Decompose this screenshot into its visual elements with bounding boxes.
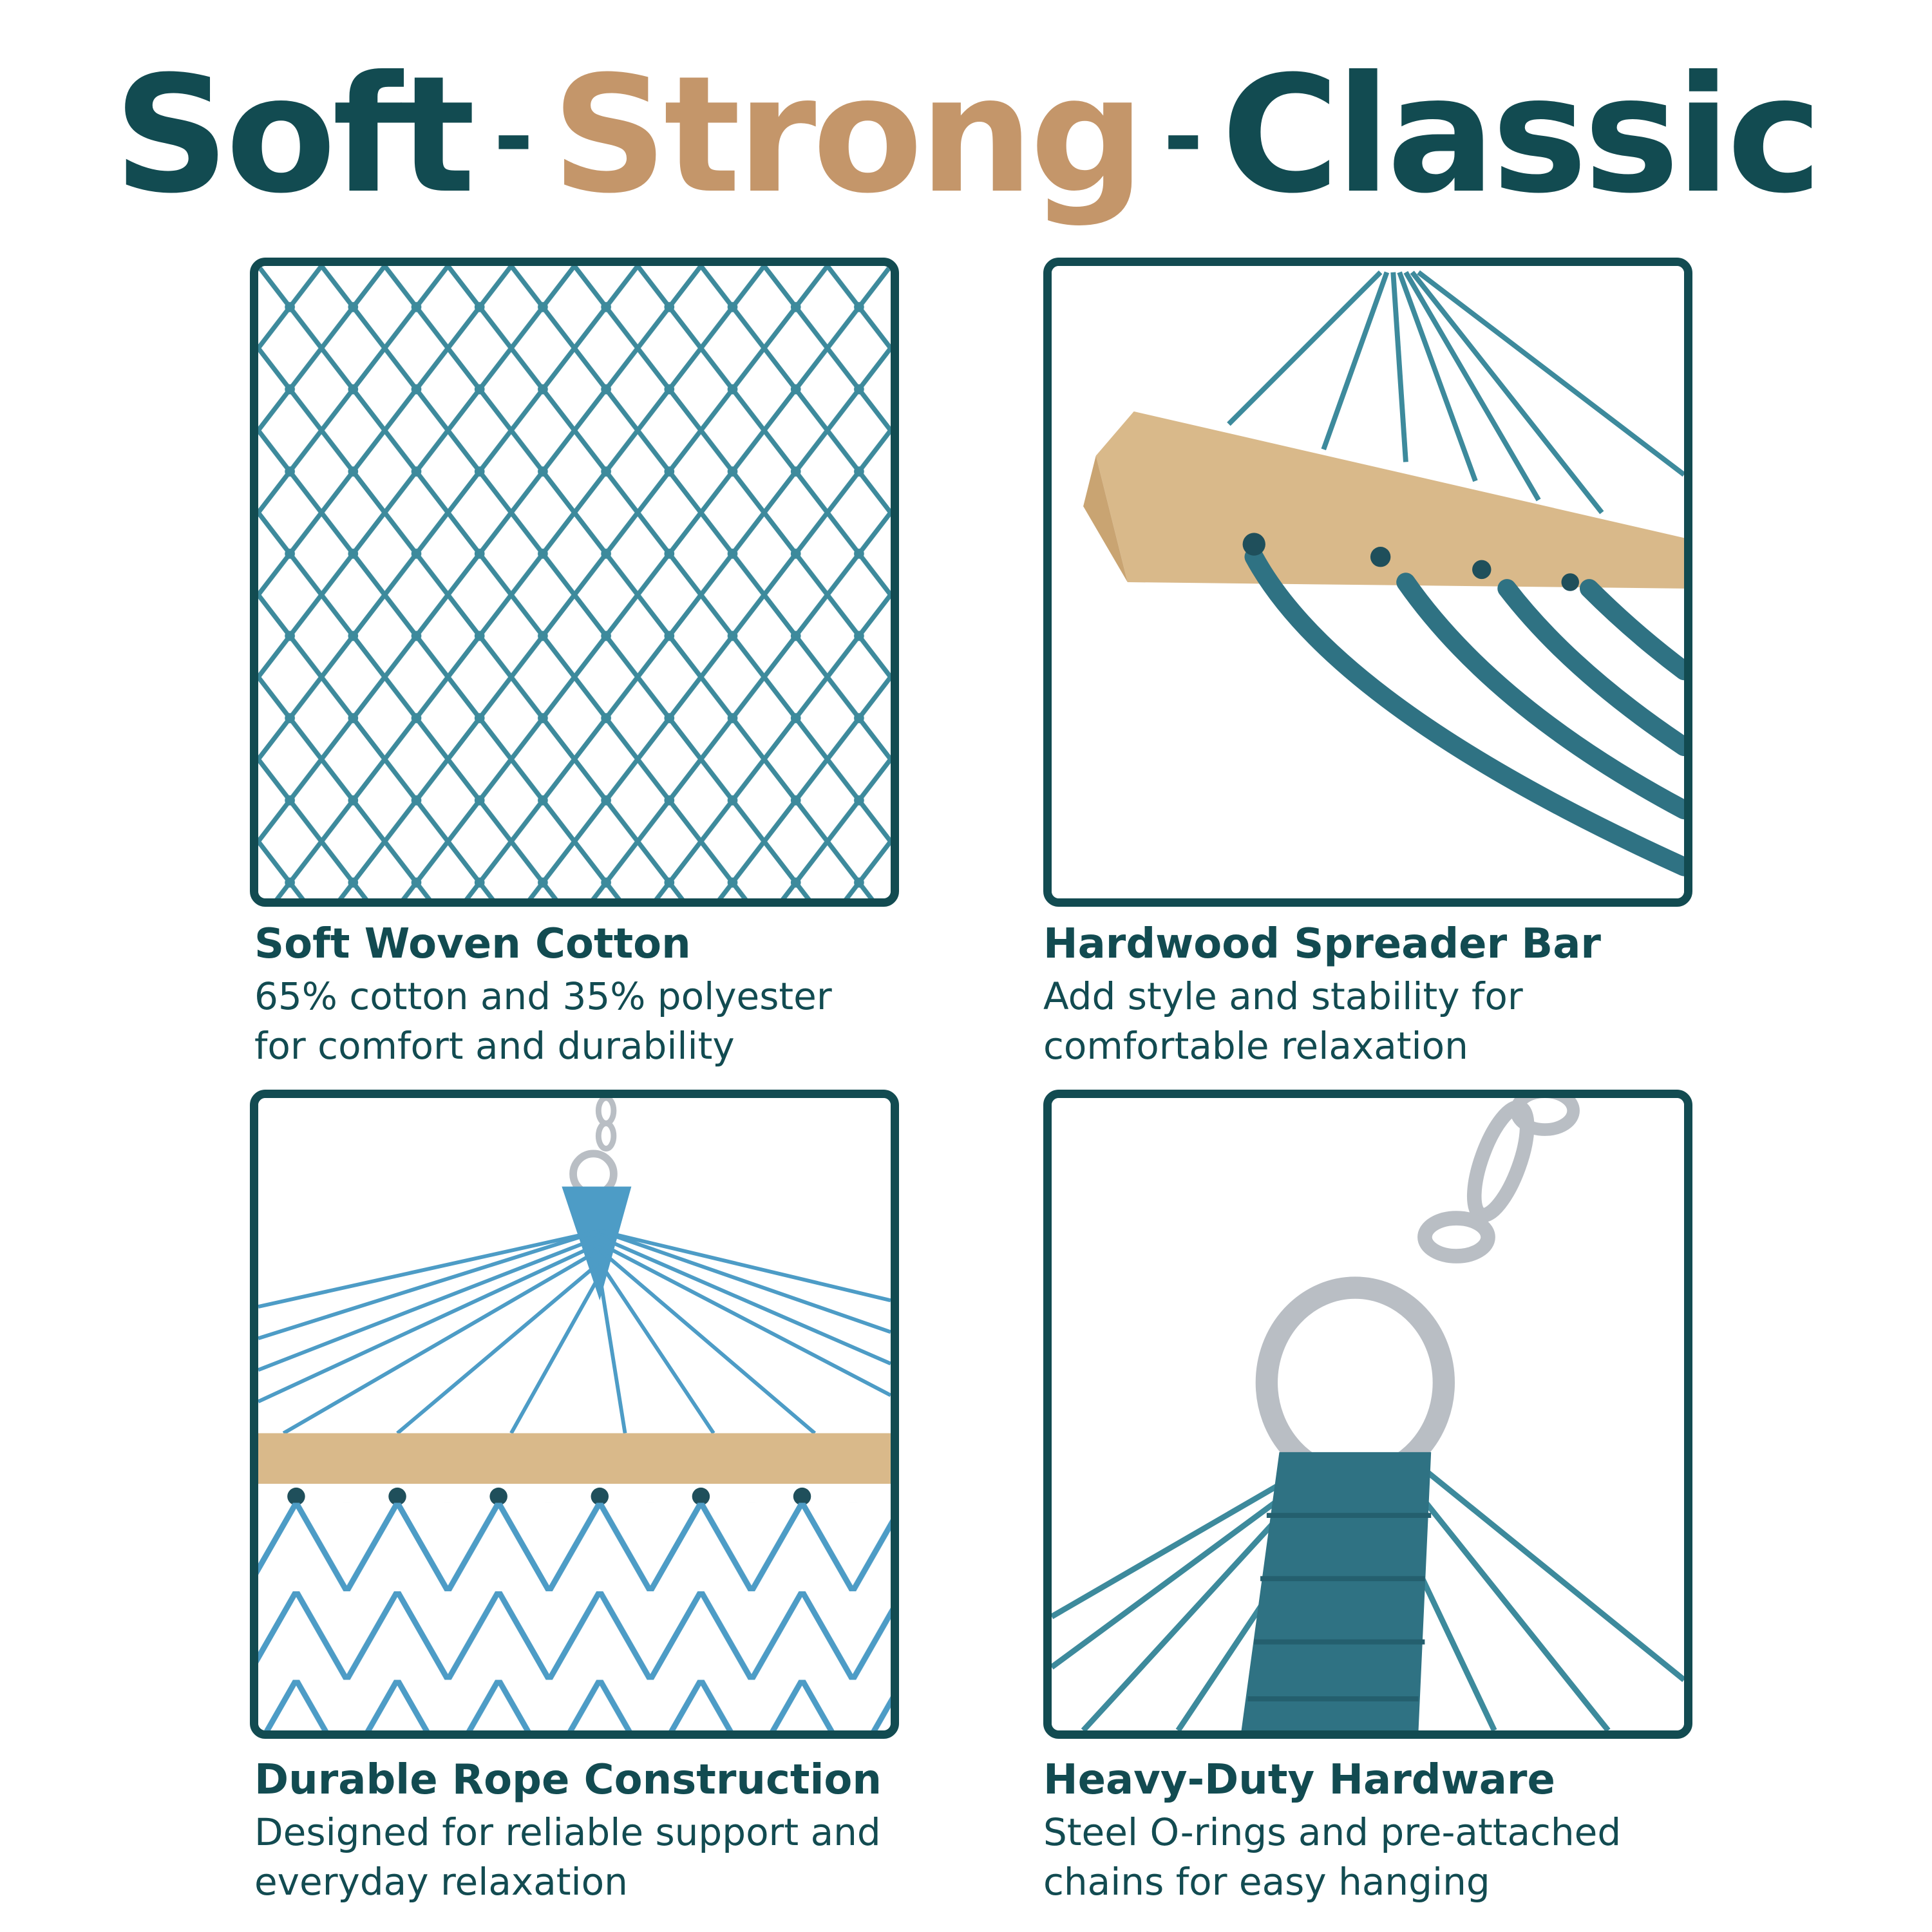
feature-image-heavy-duty-hardware	[1043, 1090, 1692, 1739]
feature-description-line: chains for easy hanging	[1043, 1859, 1490, 1904]
headline-separator: -	[493, 81, 533, 193]
feature-title: Soft Woven Cotton	[254, 920, 691, 968]
feature-caption-durable-rope-construction: Durable Rope Construction Designed for r…	[254, 1756, 963, 1907]
feature-image-durable-rope-construction	[250, 1090, 899, 1739]
feature-description-line: Add style and stability for	[1043, 974, 1523, 1018]
feature-description-line: for comfort and durability	[254, 1023, 735, 1068]
o-ring-chain-icon	[1052, 1098, 1684, 1730]
headline-word-strong: Strong	[551, 41, 1146, 229]
feature-title: Durable Rope Construction	[254, 1756, 882, 1804]
feature-caption-heavy-duty-hardware: Heavy-Duty Hardware Steel O-rings and pr…	[1043, 1756, 1752, 1907]
headline-word-classic: Classic	[1221, 41, 1822, 229]
feature-image-hardwood-spreader-bar	[1043, 258, 1692, 907]
feature-description-line: Designed for reliable support and	[254, 1810, 881, 1854]
headline: Soft-Strong-Classic	[0, 55, 1932, 216]
rope-weave-icon	[258, 1098, 891, 1730]
headline-word-soft: Soft	[113, 41, 475, 229]
feature-title: Heavy-Duty Hardware	[1043, 1756, 1555, 1804]
spreader-bar-icon	[1052, 266, 1684, 898]
feature-caption-hardwood-spreader-bar: Hardwood Spreader Bar Add style and stab…	[1043, 920, 1752, 1071]
feature-description-line: everyday relaxation	[254, 1859, 628, 1904]
feature-description-line: 65% cotton and 35% polyester	[254, 974, 832, 1018]
headline-separator: -	[1163, 81, 1203, 193]
feature-title: Hardwood Spreader Bar	[1043, 920, 1601, 968]
feature-caption-soft-woven-cotton: Soft Woven Cotton 65% cotton and 35% pol…	[254, 920, 963, 1071]
rope-net-icon	[258, 266, 891, 898]
feature-image-soft-woven-cotton	[250, 258, 899, 907]
feature-description-line: comfortable relaxation	[1043, 1023, 1468, 1068]
feature-description-line: Steel O-rings and pre-attached	[1043, 1810, 1622, 1854]
